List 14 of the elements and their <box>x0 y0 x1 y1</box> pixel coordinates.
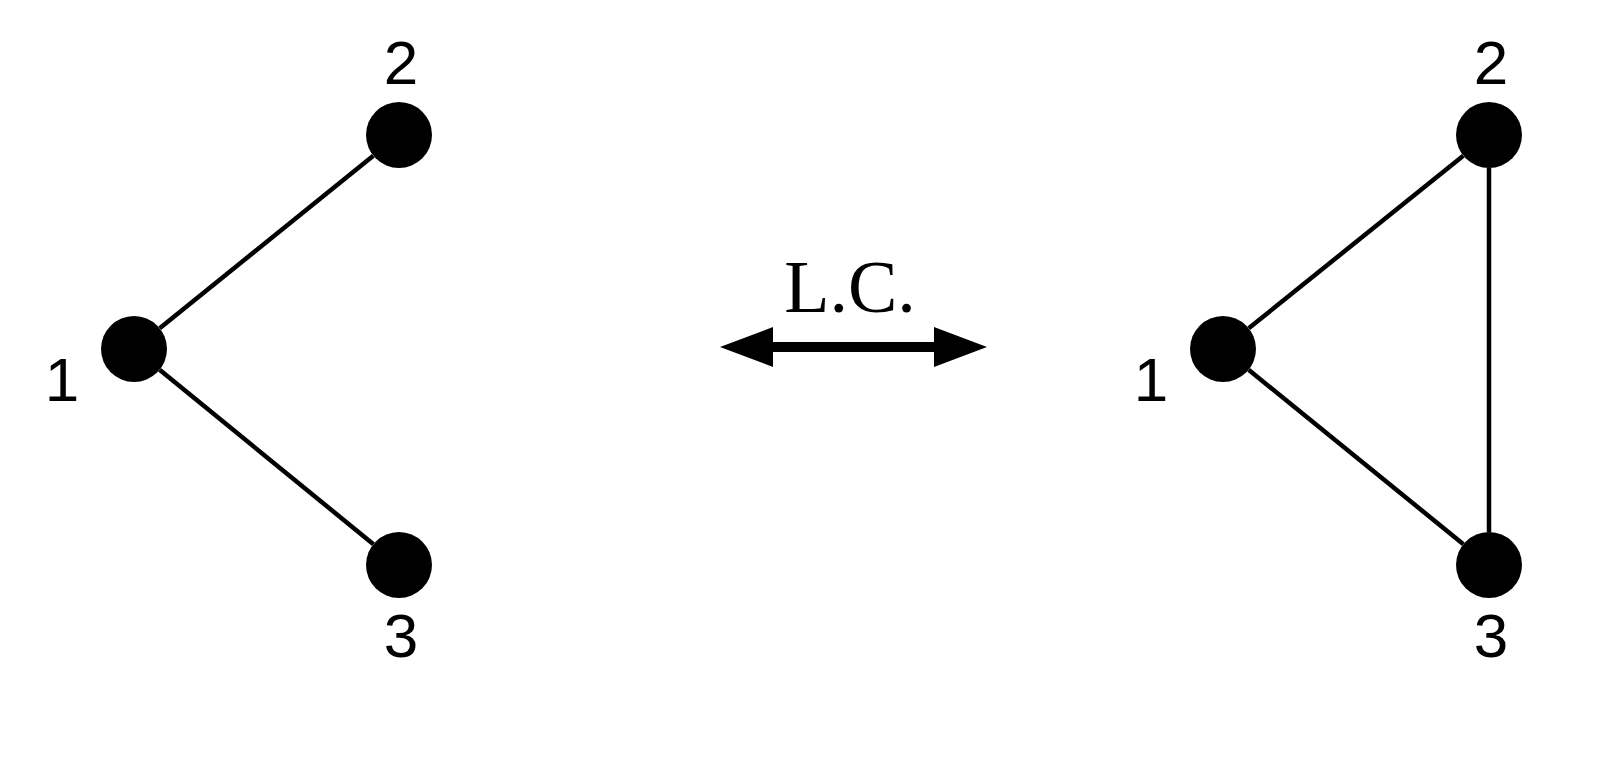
vertex-label: 1 <box>1133 349 1169 411</box>
graph-edge <box>158 368 375 546</box>
graph-edge <box>1247 368 1465 546</box>
vertex-label: 2 <box>383 32 419 94</box>
vertex-label: 2 <box>1473 32 1509 94</box>
vertex-label: 1 <box>44 349 80 411</box>
vertex-dot <box>101 316 167 382</box>
graph-edge <box>1486 168 1492 532</box>
arrow-label: L.C. <box>784 250 916 324</box>
graph-edge <box>1247 153 1465 331</box>
vertex-label: 3 <box>1473 605 1509 667</box>
graph-edge <box>158 153 375 331</box>
vertex-label: 3 <box>383 605 419 667</box>
vertex-dot <box>1190 316 1256 382</box>
